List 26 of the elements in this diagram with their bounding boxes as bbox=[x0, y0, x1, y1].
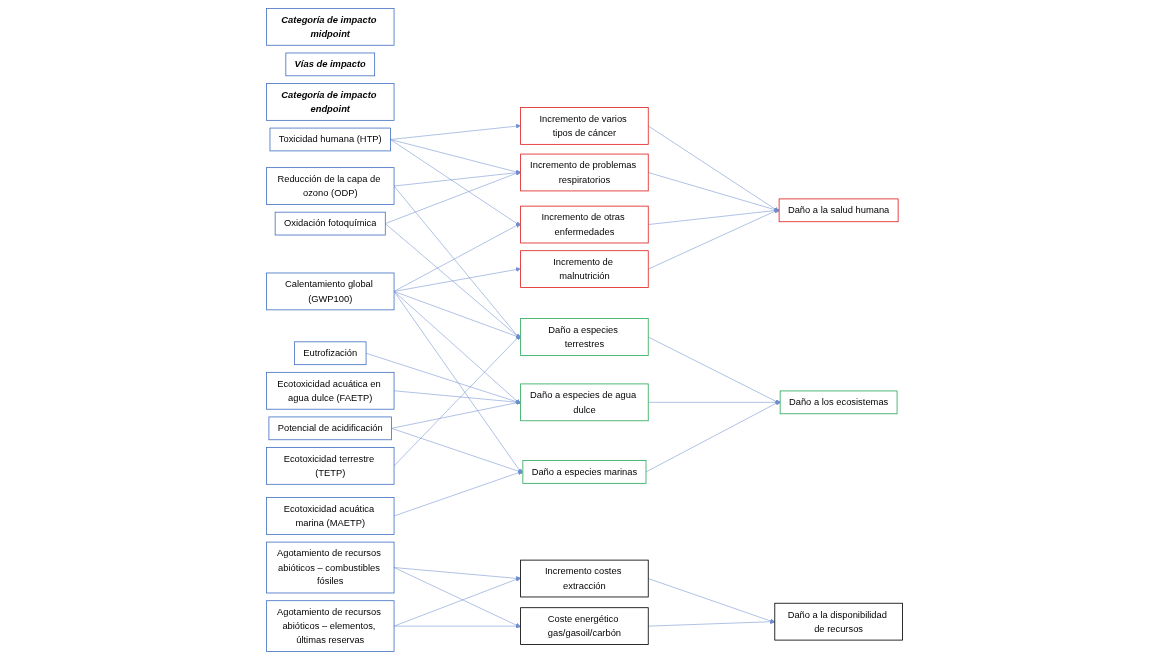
node-box: Daño a especies terrestres bbox=[519, 318, 649, 356]
node-box: Agotamiento de recursos abióticos – elementos, últimas reservas bbox=[265, 600, 395, 652]
node-box: Ecotoxicidad acuática en agua dulce (FAETP) bbox=[265, 371, 395, 410]
node-box: Incremento costes extracción bbox=[519, 559, 649, 598]
node-box: Coste energético gas/gasoil/carbón bbox=[519, 607, 649, 645]
node-box: Vías de impacto bbox=[285, 52, 375, 77]
node-box: Ecotoxicidad terrestre (TETP) bbox=[265, 447, 395, 485]
node-box: Toxicidad humana (HTP) bbox=[269, 127, 391, 152]
node-box: Incremento de malnutrición bbox=[519, 250, 649, 288]
node-box: Oxidación fotoquímica bbox=[274, 211, 386, 236]
node-box: Potencial de acidificación bbox=[268, 416, 392, 441]
node-box: Incremento de varios tipos de cáncer bbox=[519, 107, 649, 145]
node-box: Daño a los ecosistemas bbox=[779, 390, 898, 415]
node-box: Calentamiento global (GWP100) bbox=[265, 272, 395, 311]
node-box: Incremento de problemas respiratorios bbox=[519, 153, 649, 192]
node-box: Ecotoxicidad acuática marina (MAETP) bbox=[265, 497, 395, 535]
node-box: Categoría de impacto endpoint bbox=[265, 83, 395, 121]
node-box: Daño a la salud humana bbox=[778, 198, 899, 223]
node-box: Daño a especies marinas bbox=[522, 460, 646, 484]
node-box: Agotamiento de recursos abióticos – combustibles fósiles bbox=[265, 541, 395, 594]
node-box: Reducción de la capa de ozono (ODP) bbox=[265, 167, 395, 205]
node-box: Incremento de otras enfermedades bbox=[519, 205, 649, 244]
node-box: Eutrofización bbox=[293, 341, 367, 366]
node-box: Categoría de impacto midpoint bbox=[265, 8, 395, 46]
node-box: Daño a la disponibilidad de recursos bbox=[773, 602, 903, 641]
node-box: Daño a especies de agua dulce bbox=[519, 383, 649, 422]
